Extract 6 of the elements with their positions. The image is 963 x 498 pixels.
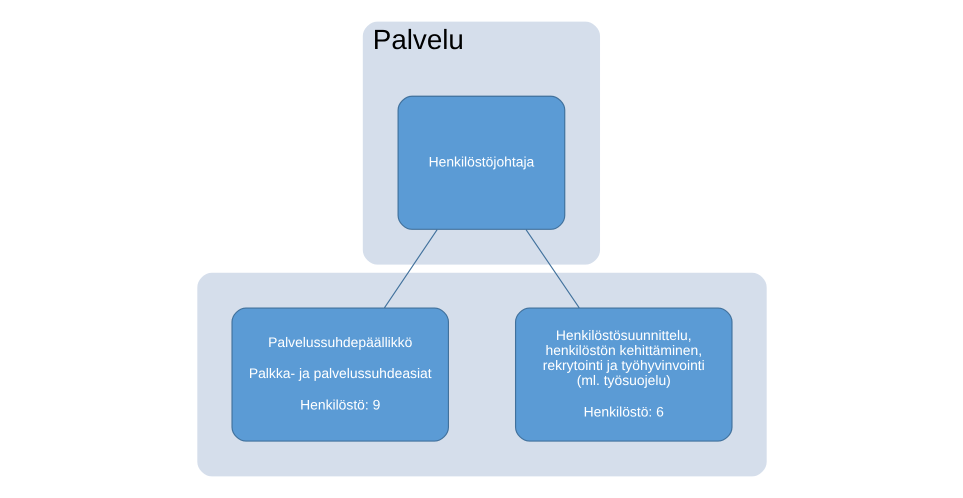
node-box: Henkilöstöjohtaja <box>397 96 565 230</box>
cluster <box>196 272 766 476</box>
node-box: Henkilöstösuunnittelu, henkilöstön kehittäminen, rekrytointi ja työhyvinvointi (ml. työsuojelu) Henkilöstö: 6 <box>514 307 732 442</box>
connector <box>525 229 580 308</box>
node-box: Palvelussuhdepäällikkö Palkka- ja palvelussuhdeasiat Henkilöstö: 9 <box>230 307 449 442</box>
connector <box>383 229 438 308</box>
